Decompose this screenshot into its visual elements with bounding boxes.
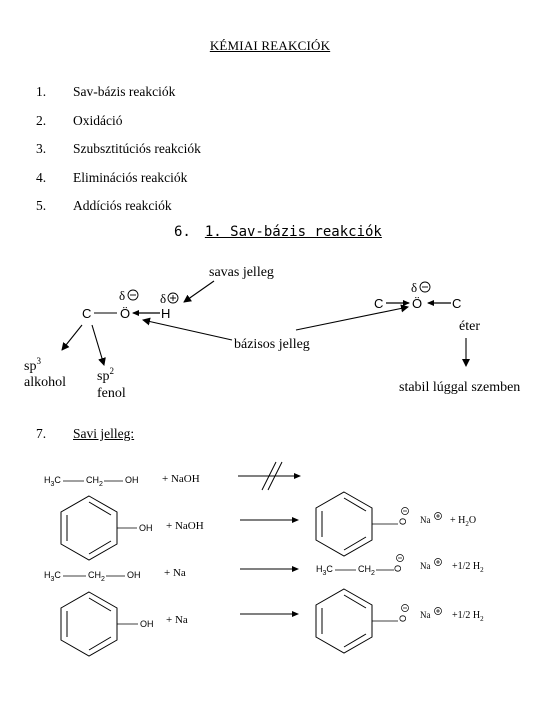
benzene-ring (60, 591, 118, 657)
benzene-ring (315, 588, 373, 654)
ether-fragment: C Ö C δ (374, 280, 461, 311)
sodium-ion: Na (420, 561, 431, 571)
base-arrow-right (295, 304, 409, 331)
list-item: 5.Addíciós reakciók (36, 198, 172, 214)
delta-symbol: δ (160, 291, 166, 306)
hydroxyl-group: OH (125, 475, 139, 485)
ether-label: éter (459, 319, 480, 334)
reagent-label: + Na (166, 614, 188, 626)
reaction-list: 1.Sav-bázis reakciók 2.Oxidáció 3.Szubsz… (36, 78, 201, 221)
reaction-row-2: OH + NaOH O Na + H2O (60, 491, 476, 561)
byproduct-hydrogen: +1/2 H2 (452, 610, 484, 623)
hydroxyl-group: OH (140, 619, 154, 629)
plus-charge-icon (434, 558, 442, 566)
byproduct-water: + H2O (450, 515, 476, 528)
hydroxyl-group: OH (127, 570, 141, 580)
sp3-arrow (61, 324, 83, 351)
minus-charge-icon (401, 507, 409, 515)
alkoxide-oxygen: O (393, 565, 403, 572)
stable-label: stabil lúggal szemben (399, 380, 520, 395)
sp3-label: sp3 (24, 356, 41, 374)
list-item: 3.Szubsztitúciós reakciók (36, 141, 201, 157)
byproduct-hydrogen: +1/2 H2 (452, 561, 484, 574)
sp2-arrow (91, 324, 106, 366)
oxygen-label: Ö (412, 296, 422, 311)
ch3-group: H3C (316, 564, 333, 577)
sp2-label: sp2 (97, 366, 114, 384)
oxygen-label: Ö (120, 306, 130, 321)
benzene-ring (60, 495, 118, 561)
ch2-group: CH2 (88, 570, 105, 583)
reagent-label: + NaOH (166, 520, 204, 532)
reaction-row-1: H3C CH2 OH + NaOH (44, 461, 301, 491)
hydroxyl-group: OH (139, 523, 153, 533)
plus-charge-icon (434, 512, 442, 520)
page-title: KÉMIAI REAKCIÓK (209, 38, 331, 53)
minus-charge-icon (396, 554, 404, 562)
section-6-heading: 6.1. Sav-bázis reakciók (174, 224, 382, 240)
reaction-row-4: OH + Na O Na +1/2 H2 (60, 588, 484, 657)
plus-charge-icon (167, 292, 179, 304)
alcohol-label: alkohol (24, 375, 66, 390)
phenolate-oxygen: O (398, 518, 408, 525)
strike-line (261, 461, 277, 491)
delta-symbol: δ (411, 280, 417, 295)
carbon-label: C (82, 306, 91, 321)
base-character-label: bázisos jelleg (234, 337, 310, 352)
ch3-group: H3C (44, 570, 61, 583)
ch2-group: CH2 (358, 564, 375, 577)
minus-charge-icon (127, 289, 139, 301)
hydrogen-label: H (161, 306, 170, 321)
reaction-row-3: H3C CH2 OH + Na H3C CH2 O Na +1/2 H2 (44, 554, 484, 583)
list-item: 4.Eliminációs reakciók (36, 169, 188, 185)
acid-character-label: savas jelleg (209, 265, 274, 280)
carbon-label: C (374, 296, 383, 311)
alcohol-fragment: C Ö H δ δ (82, 288, 179, 321)
ch2-group: CH2 (86, 475, 103, 488)
minus-charge-icon (401, 604, 409, 612)
phenol-label: fenol (97, 386, 126, 401)
reagent-label: + NaOH (162, 473, 200, 485)
sodium-ion: Na (420, 515, 431, 525)
acid-arrow (183, 280, 215, 303)
minus-charge-icon (419, 281, 431, 293)
sodium-ion: Na (420, 610, 431, 620)
strike-line (267, 461, 283, 491)
ch3-group: H3C (44, 475, 61, 488)
delta-symbol: δ (119, 288, 125, 303)
benzene-ring (315, 491, 373, 557)
base-arrow-left (142, 317, 233, 341)
phenolate-oxygen: O (398, 615, 408, 622)
list-item: 2.Oxidáció (36, 112, 123, 128)
carbon-label: C (452, 296, 461, 311)
reagent-label: + Na (164, 567, 186, 579)
list-item: 1.Sav-bázis reakciók (36, 84, 176, 100)
section-7-heading: 7.Savi jelleg: (36, 426, 135, 441)
plus-charge-icon (434, 607, 442, 615)
